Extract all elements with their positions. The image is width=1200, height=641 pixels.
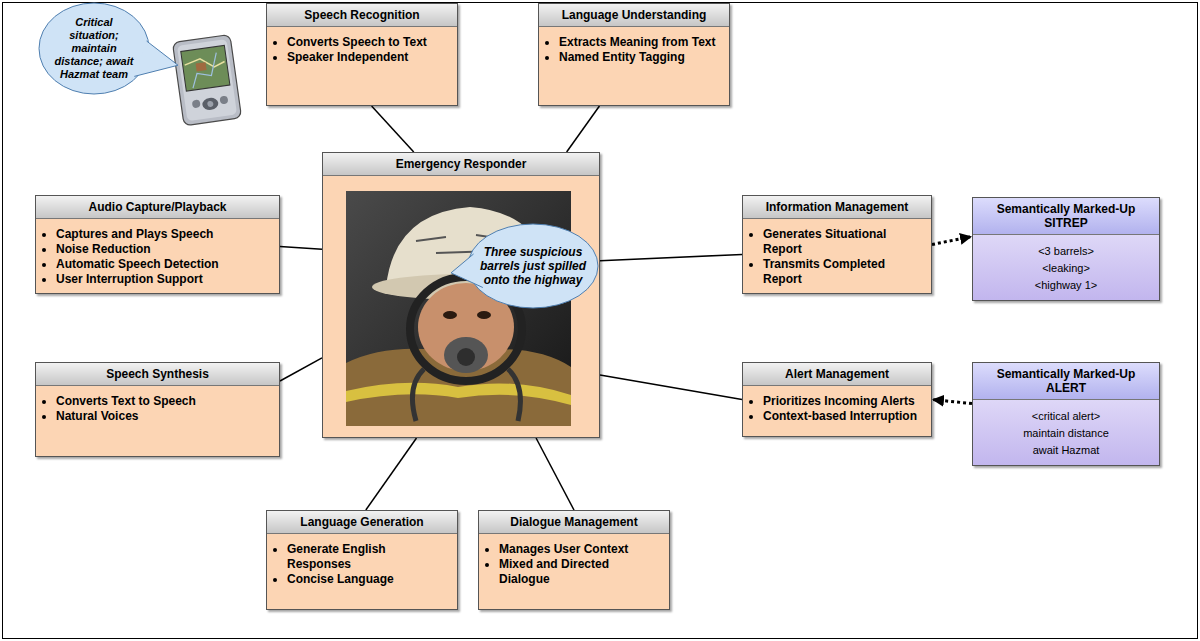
illustration-rect xyxy=(172,35,241,126)
box-heading: Emergency Responder xyxy=(323,153,599,176)
bullet-item: Generate English Responses xyxy=(287,542,451,572)
illustration-ellipse xyxy=(202,97,220,111)
bullet-item: Extracts Meaning from Text xyxy=(559,35,723,50)
illustration-path xyxy=(189,53,221,89)
bullet-item: User Interruption Support xyxy=(56,272,273,287)
connector-line xyxy=(372,106,414,152)
bullet-list: Manages User ContextMixed and Directed D… xyxy=(479,534,669,593)
bullet-list: Extracts Meaning from TextNamed Entity T… xyxy=(539,27,729,71)
illustration-rect xyxy=(181,45,230,91)
frame-border xyxy=(3,3,1198,639)
box-heading: Speech Recognition xyxy=(267,4,457,27)
illustration-g xyxy=(172,35,241,126)
box-heading: Dialogue Management xyxy=(479,511,669,534)
component-box: Information ManagementGenerates Situatio… xyxy=(742,195,932,294)
component-box: Language GenerationGenerate English Resp… xyxy=(266,510,458,610)
component-box: Speech RecognitionConverts Speech to Tex… xyxy=(266,3,458,106)
illustration-circle xyxy=(207,101,214,108)
box-heading: Language Understanding xyxy=(539,4,729,27)
bullet-list: Captures and Plays SpeechNoise Reduction… xyxy=(36,219,279,293)
markup-line: <critical alert> xyxy=(979,408,1153,425)
box-heading: Semantically Marked-Up ALERT xyxy=(973,363,1159,400)
bullet-item: Named Entity Tagging xyxy=(559,50,723,65)
bullet-item: Context-based Interruption xyxy=(763,409,925,424)
data-box: Semantically Marked-Up ALERT<critical al… xyxy=(972,362,1160,466)
bullet-item: Manages User Context xyxy=(499,542,663,557)
illustration-path xyxy=(412,369,520,421)
bullet-list: Converts Text to SpeechNatural Voices xyxy=(36,386,279,430)
bullet-item: Noise Reduction xyxy=(56,242,273,257)
illustration-rect xyxy=(196,62,207,71)
box-heading: Semantically Marked-Up SITREP xyxy=(973,198,1159,235)
box-heading: Alert Management xyxy=(743,363,931,386)
connector-line xyxy=(600,375,742,399)
illustration-circle xyxy=(192,99,201,108)
dotted-arrow xyxy=(932,237,972,245)
illustration-ellipse xyxy=(477,311,491,319)
bullet-item: Converts Speech to Text xyxy=(287,35,451,50)
box-body: <critical alert>maintain distanceawait H… xyxy=(973,400,1159,465)
bubble-text: Three suspicious barrels just spilled on… xyxy=(479,245,587,287)
bubble-tail xyxy=(134,41,178,76)
component-box: Alert ManagementPrioritizes Incoming Ale… xyxy=(742,362,932,437)
dotted-arrow xyxy=(932,400,972,404)
illustration-path xyxy=(184,56,225,71)
bubble-ellipse xyxy=(468,224,598,308)
bubble-tail-outline xyxy=(451,254,483,288)
box-heading: Information Management xyxy=(743,196,931,219)
bullet-list: Generates Situational ReportTransmits Co… xyxy=(743,219,931,293)
illustration-path xyxy=(346,383,571,405)
bullet-item: Prioritizes Incoming Alerts xyxy=(763,394,925,409)
connector-line xyxy=(536,438,574,510)
markup-line: maintain distance xyxy=(979,425,1153,442)
illustration-circle xyxy=(219,95,228,104)
pda-illustration xyxy=(168,32,248,127)
bullet-item: Generates Situational Report xyxy=(763,227,925,257)
bubble-text: Critical situation; maintain distance; a… xyxy=(50,16,138,81)
illustration-circle xyxy=(457,348,475,366)
connector-line xyxy=(567,106,600,152)
connector-line xyxy=(366,438,417,510)
markup-line: <highway 1> xyxy=(979,277,1153,294)
bullet-item: Speaker Independent xyxy=(287,50,451,65)
bullet-list: Prioritizes Incoming AlertsContext-based… xyxy=(743,386,931,430)
connector-line xyxy=(600,254,742,260)
bubble-tail-outline xyxy=(134,41,178,76)
data-box: Semantically Marked-Up SITREP<3 barrels>… xyxy=(972,197,1160,301)
illustration-path xyxy=(346,349,571,426)
component-box: Audio Capture/PlaybackCaptures and Plays… xyxy=(35,195,280,294)
box-heading: Language Generation xyxy=(267,511,457,534)
bullet-item: Converts Text to Speech xyxy=(56,394,273,409)
bullet-item: Concise Language xyxy=(287,572,451,587)
bubble-ellipse xyxy=(39,3,149,94)
bullet-item: Automatic Speech Detection xyxy=(56,257,273,272)
bullet-item: Natural Voices xyxy=(56,409,273,424)
illustration-rect xyxy=(177,39,237,121)
illustration-ellipse xyxy=(443,311,457,319)
speech-bubble: Critical situation; maintain distance; a… xyxy=(38,2,150,95)
speech-bubble: Three suspicious barrels just spilled on… xyxy=(467,223,599,309)
illustration-ellipse xyxy=(444,337,488,373)
markup-line: <leaking> xyxy=(979,260,1153,277)
bullet-item: Transmits Completed Report xyxy=(763,257,925,287)
connector-line xyxy=(280,246,322,249)
component-box: Language UnderstandingExtracts Meaning f… xyxy=(538,3,730,106)
component-box: Dialogue ManagementManages User ContextM… xyxy=(478,510,670,610)
bubble-tail xyxy=(451,254,483,288)
box-body: <3 barrels><leaking><highway 1> xyxy=(973,235,1159,300)
bullet-list: Converts Speech to TextSpeaker Independe… xyxy=(267,27,457,71)
connector-line xyxy=(280,358,322,381)
component-box: Speech SynthesisConverts Text to SpeechN… xyxy=(35,362,280,457)
markup-line: await Hazmat xyxy=(979,442,1153,459)
box-heading: Audio Capture/Playback xyxy=(36,196,279,219)
box-heading: Speech Synthesis xyxy=(36,363,279,386)
bullet-item: Captures and Plays Speech xyxy=(56,227,273,242)
bullet-item: Mixed and Directed Dialogue xyxy=(499,557,663,587)
bullet-list: Generate English ResponsesConcise Langua… xyxy=(267,534,457,593)
central-box: Emergency Responder Three suspicious bar… xyxy=(322,152,600,438)
markup-line: <3 barrels> xyxy=(979,243,1153,260)
